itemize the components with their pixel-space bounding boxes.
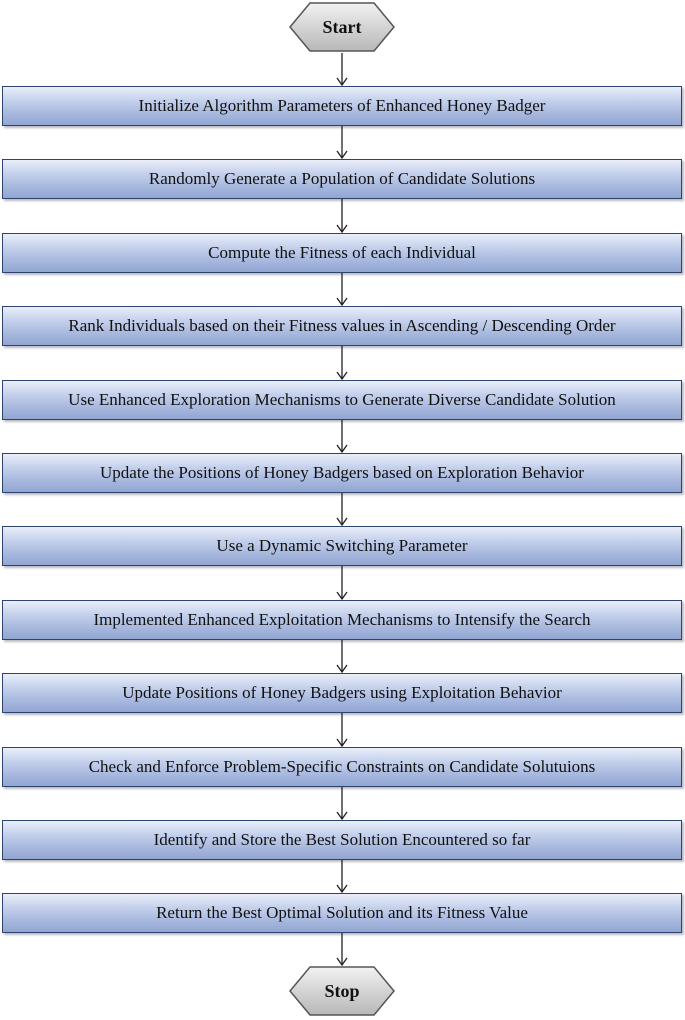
- process-step-10: Check and Enforce Problem-Specific Const…: [2, 747, 682, 787]
- process-step-3: Compute the Fitness of each Individual: [2, 233, 682, 273]
- flow-arrow-12: [336, 860, 348, 893]
- process-step-5: Use Enhanced Exploration Mechanisms to G…: [2, 380, 682, 420]
- flow-arrow-9: [336, 640, 348, 673]
- flow-arrow-10: [336, 713, 348, 747]
- stop-terminal: Stop: [288, 965, 396, 1017]
- start-terminal: Start: [288, 1, 396, 53]
- flow-arrow-5: [336, 346, 348, 380]
- flow-arrow-8: [336, 566, 348, 600]
- flow-arrow-7: [336, 493, 348, 526]
- process-step-4: Rank Individuals based on their Fitness …: [2, 306, 682, 346]
- process-step-11: Identify and Store the Best Solution Enc…: [2, 820, 682, 860]
- flow-arrow-13: [336, 933, 348, 966]
- flow-arrow-3: [336, 199, 348, 233]
- process-step-9: Update Positions of Honey Badgers using …: [2, 673, 682, 713]
- flow-arrow-2: [336, 126, 348, 159]
- flow-arrow-1: [336, 53, 348, 86]
- stop-hexagon-shape: [289, 966, 395, 1016]
- flow-arrow-4: [336, 273, 348, 306]
- process-step-7: Use a Dynamic Switching Parameter: [2, 526, 682, 566]
- flow-arrow-6: [336, 420, 348, 453]
- process-step-12: Return the Best Optimal Solution and its…: [2, 893, 682, 933]
- stop-label: Stop: [324, 980, 360, 1001]
- process-step-6: Update the Positions of Honey Badgers ba…: [2, 453, 682, 493]
- start-hexagon-shape: [289, 2, 395, 52]
- start-label: Start: [322, 16, 362, 37]
- process-step-1: Initialize Algorithm Parameters of Enhan…: [2, 86, 682, 126]
- process-step-8: Implemented Enhanced Exploitation Mechan…: [2, 600, 682, 640]
- flow-arrow-11: [336, 787, 348, 820]
- process-step-2: Randomly Generate a Population of Candid…: [2, 159, 682, 199]
